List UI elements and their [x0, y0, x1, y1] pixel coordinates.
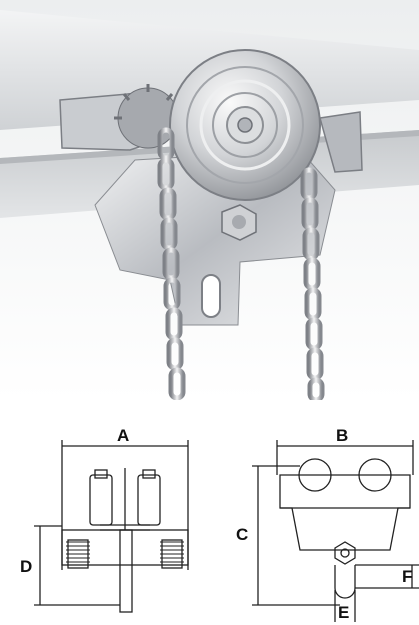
- side-view-drawing: [252, 440, 419, 622]
- hook-slot: [201, 274, 221, 318]
- dimension-label-f: F: [402, 567, 412, 586]
- dimension-label-b: B: [336, 426, 348, 445]
- center-bolt: [237, 117, 253, 133]
- dimension-label-c: C: [236, 525, 248, 544]
- dimension-label-a: A: [117, 426, 129, 445]
- front-view-drawing: [34, 440, 189, 613]
- hand-chain-right: [300, 167, 325, 400]
- right-wheel-bracket: [319, 111, 363, 173]
- dimension-label-d: D: [20, 557, 32, 576]
- hand-chain-left: [157, 127, 186, 400]
- dimension-drawings: A D B C E F: [20, 426, 419, 622]
- product-photo: [0, 0, 419, 400]
- dimension-label-e: E: [338, 603, 349, 622]
